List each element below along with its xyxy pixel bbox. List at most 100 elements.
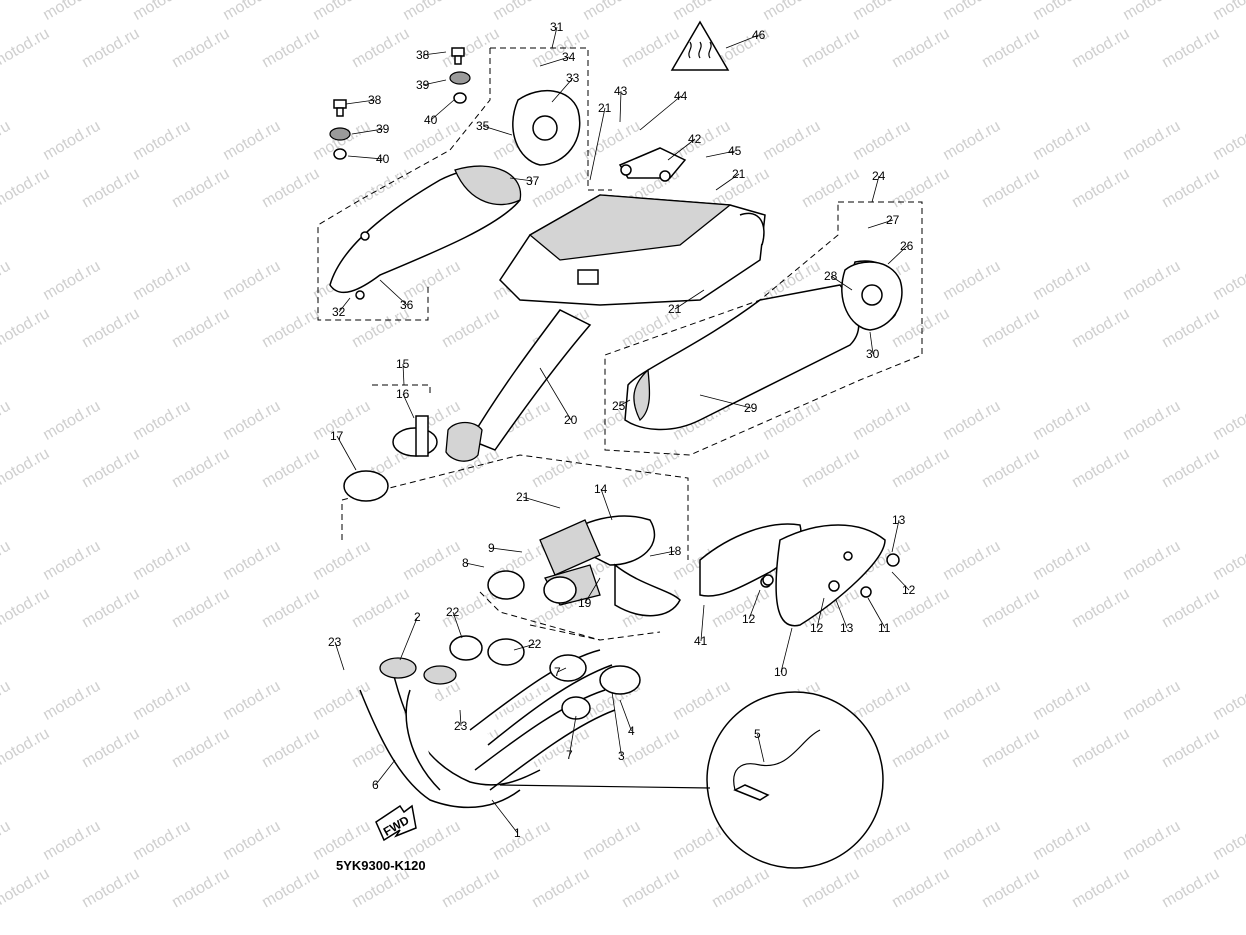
watermark-text: motod.ru — [40, 398, 103, 444]
watermark-text: motod.ru — [259, 865, 322, 911]
watermark-text: motod.ru — [889, 305, 952, 351]
watermark-text: motod.ru — [940, 258, 1003, 304]
watermark-text: motod.ru — [1069, 865, 1132, 911]
watermark-text: motod.ru — [349, 25, 412, 71]
watermark-text: motod.ru — [220, 118, 283, 164]
part-number-10: 10 — [774, 665, 788, 679]
leader-line-23 — [459, 709, 462, 727]
watermark-text: motod.ru — [670, 678, 733, 724]
leader-lines — [334, 26, 910, 834]
watermark-text: motod.ru — [310, 538, 373, 584]
leader-line-1 — [491, 799, 518, 834]
part-number-20: 20 — [564, 413, 578, 427]
watermark-text: motod.ru — [799, 165, 862, 211]
leader-line-13 — [835, 599, 848, 629]
watermark-text: motod.ru — [220, 818, 283, 864]
watermark-text: motod.ru — [529, 725, 592, 771]
watermark-text: motod.ru — [490, 818, 553, 864]
part-number-12: 12 — [902, 583, 916, 597]
part-number-18: 18 — [668, 544, 682, 558]
watermark-text: motod.ru — [0, 585, 52, 631]
watermark-text: motod.ru — [130, 678, 193, 724]
leader-line-44 — [639, 95, 682, 131]
watermark-text: motod.ru — [1159, 165, 1222, 211]
part-number-26: 26 — [900, 239, 914, 253]
watermark-text: motod.ru — [850, 678, 913, 724]
watermark-text: motod.ru — [79, 25, 142, 71]
watermark-text: motod.ru — [0, 25, 52, 71]
leader-line-43 — [619, 90, 622, 123]
part-number-17: 17 — [330, 429, 344, 443]
watermark-text: motod.ru — [1210, 118, 1246, 164]
part-number-23: 23 — [328, 635, 342, 649]
part-number-5: 5 — [754, 727, 761, 741]
leader-line-40 — [347, 155, 384, 160]
watermark-text: motod.ru — [0, 865, 52, 911]
watermark-text: motod.ru — [40, 258, 103, 304]
watermark-text: motod.ru — [940, 0, 1003, 24]
leader-line-33 — [551, 77, 574, 103]
leader-line-46 — [725, 34, 760, 49]
part-number-32: 32 — [332, 305, 346, 319]
watermark-text: motod.ru — [259, 165, 322, 211]
leader-line-31 — [551, 26, 558, 49]
watermark-text: motod.ru — [130, 818, 193, 864]
watermark-text: motod.ru — [979, 165, 1042, 211]
watermark-text: motod.ru — [1030, 818, 1093, 864]
watermark-text: motod.ru — [1030, 118, 1093, 164]
end-caps — [512, 90, 903, 331]
part-number-38: 38 — [368, 93, 382, 107]
leader-line-38 — [345, 99, 376, 105]
watermark-text: motod.ru — [760, 118, 823, 164]
watermark-text: motod.ru — [850, 0, 913, 24]
leader-line-28 — [830, 275, 853, 291]
watermark-text: motod.ru — [400, 538, 463, 584]
watermark-text: motod.ru — [979, 725, 1042, 771]
watermark-text: motod.ru — [1210, 538, 1246, 584]
leader-line-21 — [522, 496, 561, 509]
watermark-text: motod.ru — [1030, 258, 1093, 304]
leader-line-22 — [513, 643, 536, 651]
leader-line-8 — [465, 562, 485, 568]
part-number-41: 41 — [694, 634, 708, 648]
leader-line-10 — [780, 627, 793, 673]
leader-line-18 — [649, 550, 676, 557]
leader-line-9 — [491, 547, 523, 553]
part-number-27: 27 — [886, 213, 900, 227]
leader-line-14 — [600, 488, 613, 521]
part-number-25: 25 — [612, 399, 626, 413]
watermark-text: motod.ru — [529, 445, 592, 491]
watermark-text: motod.ru — [0, 305, 52, 351]
part-number-40: 40 — [376, 152, 390, 166]
part-number-22: 22 — [528, 637, 542, 651]
watermark-text: motod.ru — [799, 445, 862, 491]
watermark-text: motod.ru — [1210, 678, 1246, 724]
part-number-7: 7 — [566, 748, 573, 762]
bracket-and-label — [618, 20, 730, 182]
watermark-text: motod.ru — [0, 165, 52, 211]
watermark-text: motod.ru — [0, 725, 52, 771]
watermark-text: motod.ru — [580, 118, 643, 164]
watermark-text: motod.ru — [1120, 678, 1183, 724]
leader-line-19 — [584, 577, 601, 604]
watermark-text: motod.ru — [940, 398, 1003, 444]
leader-line-32 — [338, 297, 351, 313]
leader-line-35 — [482, 125, 513, 136]
leader-line-38 — [422, 51, 447, 56]
watermark-text: motod.ru — [850, 118, 913, 164]
watermark-text: motod.ru — [1159, 25, 1222, 71]
watermark-text: motod.ru — [1120, 258, 1183, 304]
watermark-text: motod.ru — [709, 865, 772, 911]
watermark-text: motod.ru — [259, 585, 322, 631]
part-number-44: 44 — [674, 89, 688, 103]
watermark-text: motod.ru — [580, 0, 643, 24]
leader-line-29 — [699, 394, 752, 409]
watermark-text: motod.ru — [1069, 305, 1132, 351]
watermark-text: motod.ru — [1120, 118, 1183, 164]
leader-line-24 — [871, 175, 880, 203]
watermark-text: motod.ru — [79, 445, 142, 491]
watermark-text: motod.ru — [619, 445, 682, 491]
part-number-39: 39 — [416, 78, 430, 92]
watermark-text: motod.ru — [1120, 538, 1183, 584]
watermark-text: motod.ru — [40, 818, 103, 864]
